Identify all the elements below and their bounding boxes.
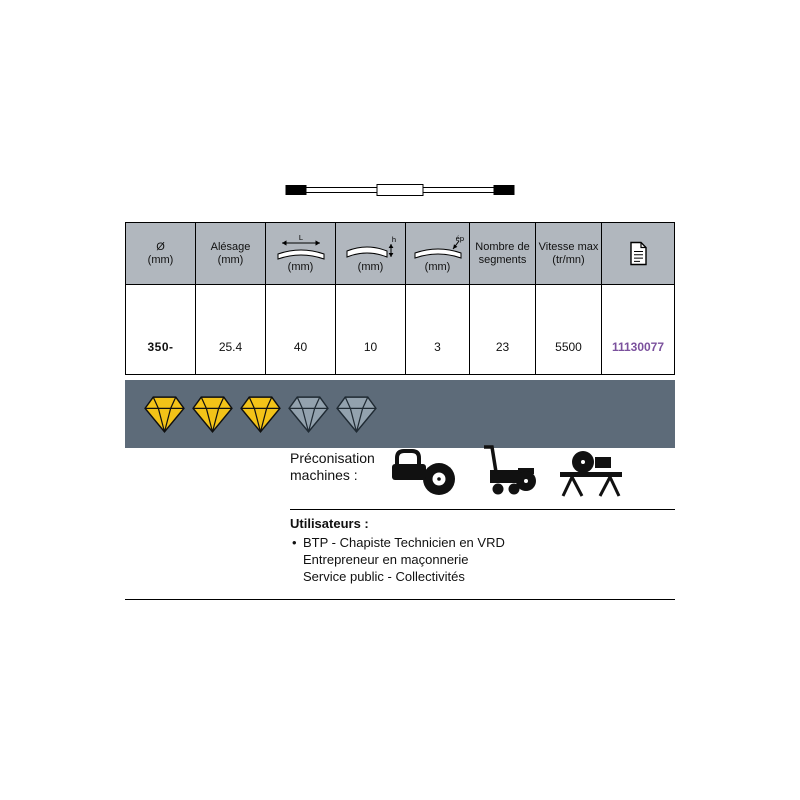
users-title: Utilisateurs : (290, 516, 369, 531)
users-list: • BTP - Chapiste Technicien en VRD Entre… (292, 534, 505, 585)
header-diameter: Ø (mm) (126, 223, 195, 285)
segment-length-icon: L (277, 234, 324, 260)
cell-segments: 23 (495, 340, 510, 354)
column-segment-length: L (mm) 40 (266, 223, 336, 374)
diamond-icon-yellow (192, 395, 233, 433)
user-line: Entrepreneur en maçonnerie (292, 551, 505, 568)
cell-segment-thickness: 3 (434, 340, 441, 354)
spec-table: Ø (mm) 350- Alésage (mm) 25.4 L (mm) 40 (125, 222, 675, 375)
machines-label-line2: machines : (290, 467, 358, 483)
user-line-text: BTP - Chapiste Technicien en VRD (303, 535, 505, 550)
machines-icons (388, 444, 624, 498)
header-segments: Nombre de segments (470, 223, 535, 285)
masonry-table-saw-icon (560, 451, 622, 497)
cell-speed: 5500 (555, 340, 582, 354)
bottom-divider (125, 599, 675, 600)
column-segment-thickness: ép (mm) 3 (406, 223, 470, 374)
header-speed: Vitesse max (tr/mn) (536, 223, 601, 285)
header-label: Nombre de segments (475, 240, 530, 266)
header-segment-length: L (mm) (266, 223, 335, 285)
diamond-icon-gray (288, 395, 329, 433)
machines-recommendation-label: Préconisation machines : (290, 450, 375, 484)
header-unit: (mm) (287, 260, 314, 273)
diamond-icon-yellow (144, 395, 185, 433)
svg-text:h: h (391, 235, 395, 244)
column-segments: Nombre de segments 23 (470, 223, 536, 374)
header-segment-thickness: ép (mm) (406, 223, 469, 285)
header-label: Vitesse max (538, 240, 599, 253)
cell-segment-height: 10 (363, 340, 378, 354)
header-unit: (mm) (357, 260, 384, 273)
column-segment-height: h (mm) 10 (336, 223, 406, 374)
header-unit: (mm) (424, 260, 451, 273)
header-unit: (mm) (147, 253, 174, 266)
column-diameter: Ø (mm) 350- (126, 223, 196, 374)
cell-reference[interactable]: 11130077 (611, 340, 665, 354)
bullet-icon: • (292, 535, 297, 550)
header-unit: (mm) (217, 253, 244, 266)
user-line: Service public - Collectivités (292, 568, 505, 585)
column-reference: 11130077 (602, 223, 674, 374)
segment-thickness-icon: ép (414, 234, 464, 259)
floor-saw-icon (484, 445, 536, 495)
diamond-rating (125, 380, 675, 448)
blade-side-profile (285, 184, 515, 196)
header-alesage: Alésage (mm) (196, 223, 265, 285)
user-line-text: Entrepreneur en maçonnerie (303, 552, 469, 567)
header-segment-height: h (mm) (336, 223, 405, 285)
users-section-divider (290, 509, 675, 510)
header-reference (602, 223, 674, 285)
cell-alesage: 25.4 (218, 340, 243, 354)
diamond-icon-gray (336, 395, 377, 433)
segment-height-icon: h (346, 235, 396, 258)
user-line: • BTP - Chapiste Technicien en VRD (292, 534, 505, 551)
user-line-text: Service public - Collectivités (303, 569, 465, 584)
cell-segment-length: 40 (293, 340, 308, 354)
svg-text:ép: ép (455, 234, 463, 243)
document-icon (629, 241, 647, 266)
header-label: Alésage (210, 240, 251, 253)
cell-diameter: 350- (147, 340, 174, 354)
machines-label-line1: Préconisation (290, 450, 375, 466)
diamond-icon-yellow (240, 395, 281, 433)
header-unit: (tr/mn) (552, 253, 585, 266)
column-alesage: Alésage (mm) 25.4 (196, 223, 266, 374)
header-label: Ø (156, 240, 165, 253)
handheld-cutoff-saw-icon (392, 449, 455, 495)
svg-text:L: L (298, 234, 302, 242)
column-speed: Vitesse max (tr/mn) 5500 (536, 223, 602, 374)
